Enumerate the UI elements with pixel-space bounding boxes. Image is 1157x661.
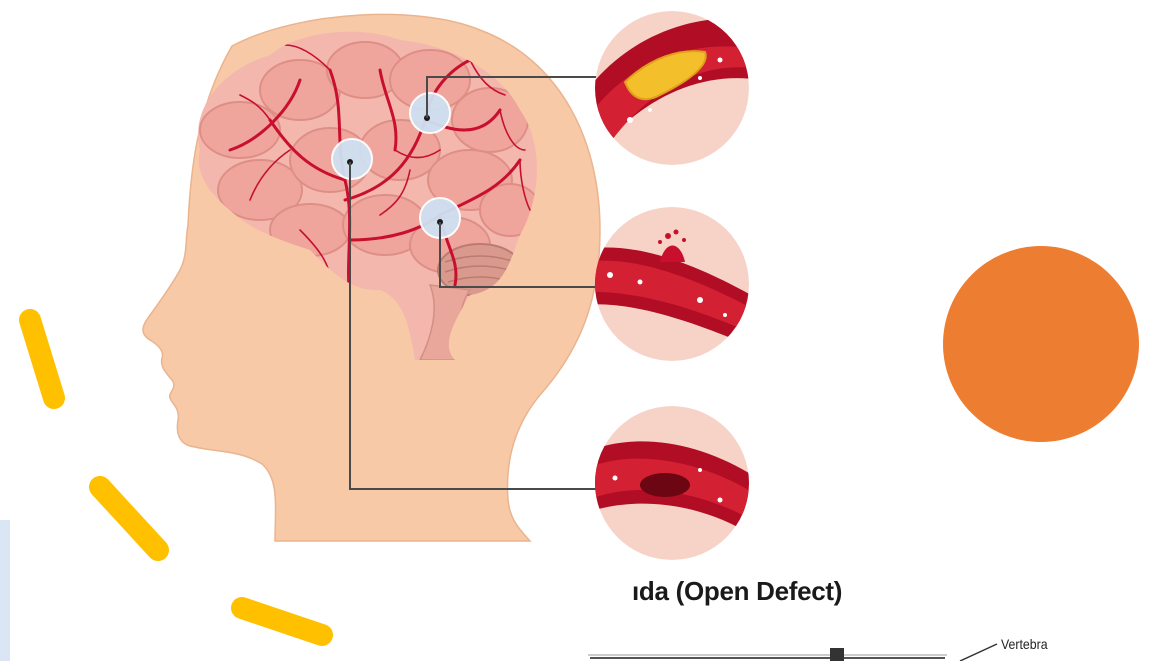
vertebra-label: Vertebra	[1001, 636, 1048, 652]
